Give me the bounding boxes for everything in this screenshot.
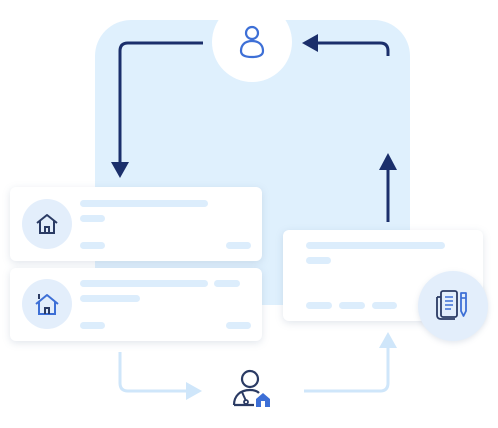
card-one-line: [226, 242, 251, 249]
home-with-chimney-icon: [35, 294, 59, 315]
document-with-pen-icon: [436, 290, 467, 320]
arrow-bottom-right: [304, 348, 390, 393]
bottom-person-node: [228, 368, 274, 410]
card-one-icon-bubble: [22, 199, 72, 249]
card-three-line: [306, 242, 445, 249]
arrow-head-right-light: [186, 382, 202, 400]
arrow-head-down: [111, 162, 129, 178]
card-two-line: [226, 322, 251, 329]
arrow-head-up-light: [379, 332, 397, 348]
card-three-line: [372, 302, 397, 309]
arrow-top-right: [318, 41, 390, 56]
card-one-line: [80, 242, 105, 249]
card-two-line: [80, 322, 105, 329]
card-one-line: [80, 200, 208, 207]
card-three-line: [339, 302, 365, 309]
home-icon: [36, 214, 58, 234]
card-one: [10, 187, 262, 261]
arrow-bottom-left: [118, 352, 186, 393]
card-two-line: [80, 295, 140, 302]
card-two: [10, 268, 262, 341]
arrow-head-left: [302, 34, 318, 52]
card-two-icon-bubble: [22, 279, 72, 329]
person-with-home-icon: [232, 369, 270, 407]
top-person-node: [212, 2, 292, 82]
card-three-line: [306, 257, 331, 264]
card-one-line: [80, 215, 105, 222]
card-three-line: [306, 302, 332, 309]
person-icon: [239, 25, 265, 59]
card-two-line: [214, 280, 240, 287]
arrow-top-left: [118, 41, 203, 162]
card-two-line: [80, 280, 208, 287]
document-node: [418, 271, 488, 341]
arrow-head-up: [379, 153, 397, 170]
